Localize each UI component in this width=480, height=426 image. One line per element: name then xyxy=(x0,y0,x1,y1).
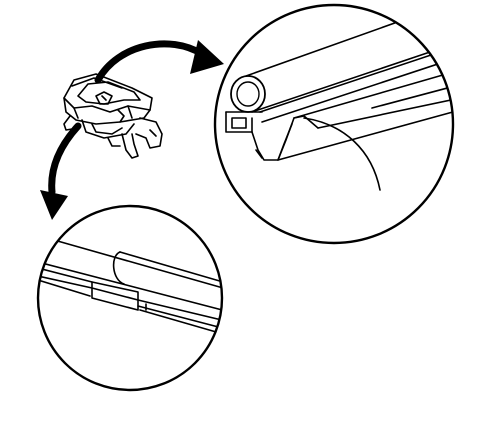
clip-component xyxy=(63,73,163,159)
detail-seal-profile xyxy=(213,3,455,245)
detail-seam-joint xyxy=(36,204,224,392)
arrow-to-lower-detail xyxy=(40,122,82,220)
arrow-to-upper-detail xyxy=(94,40,224,84)
